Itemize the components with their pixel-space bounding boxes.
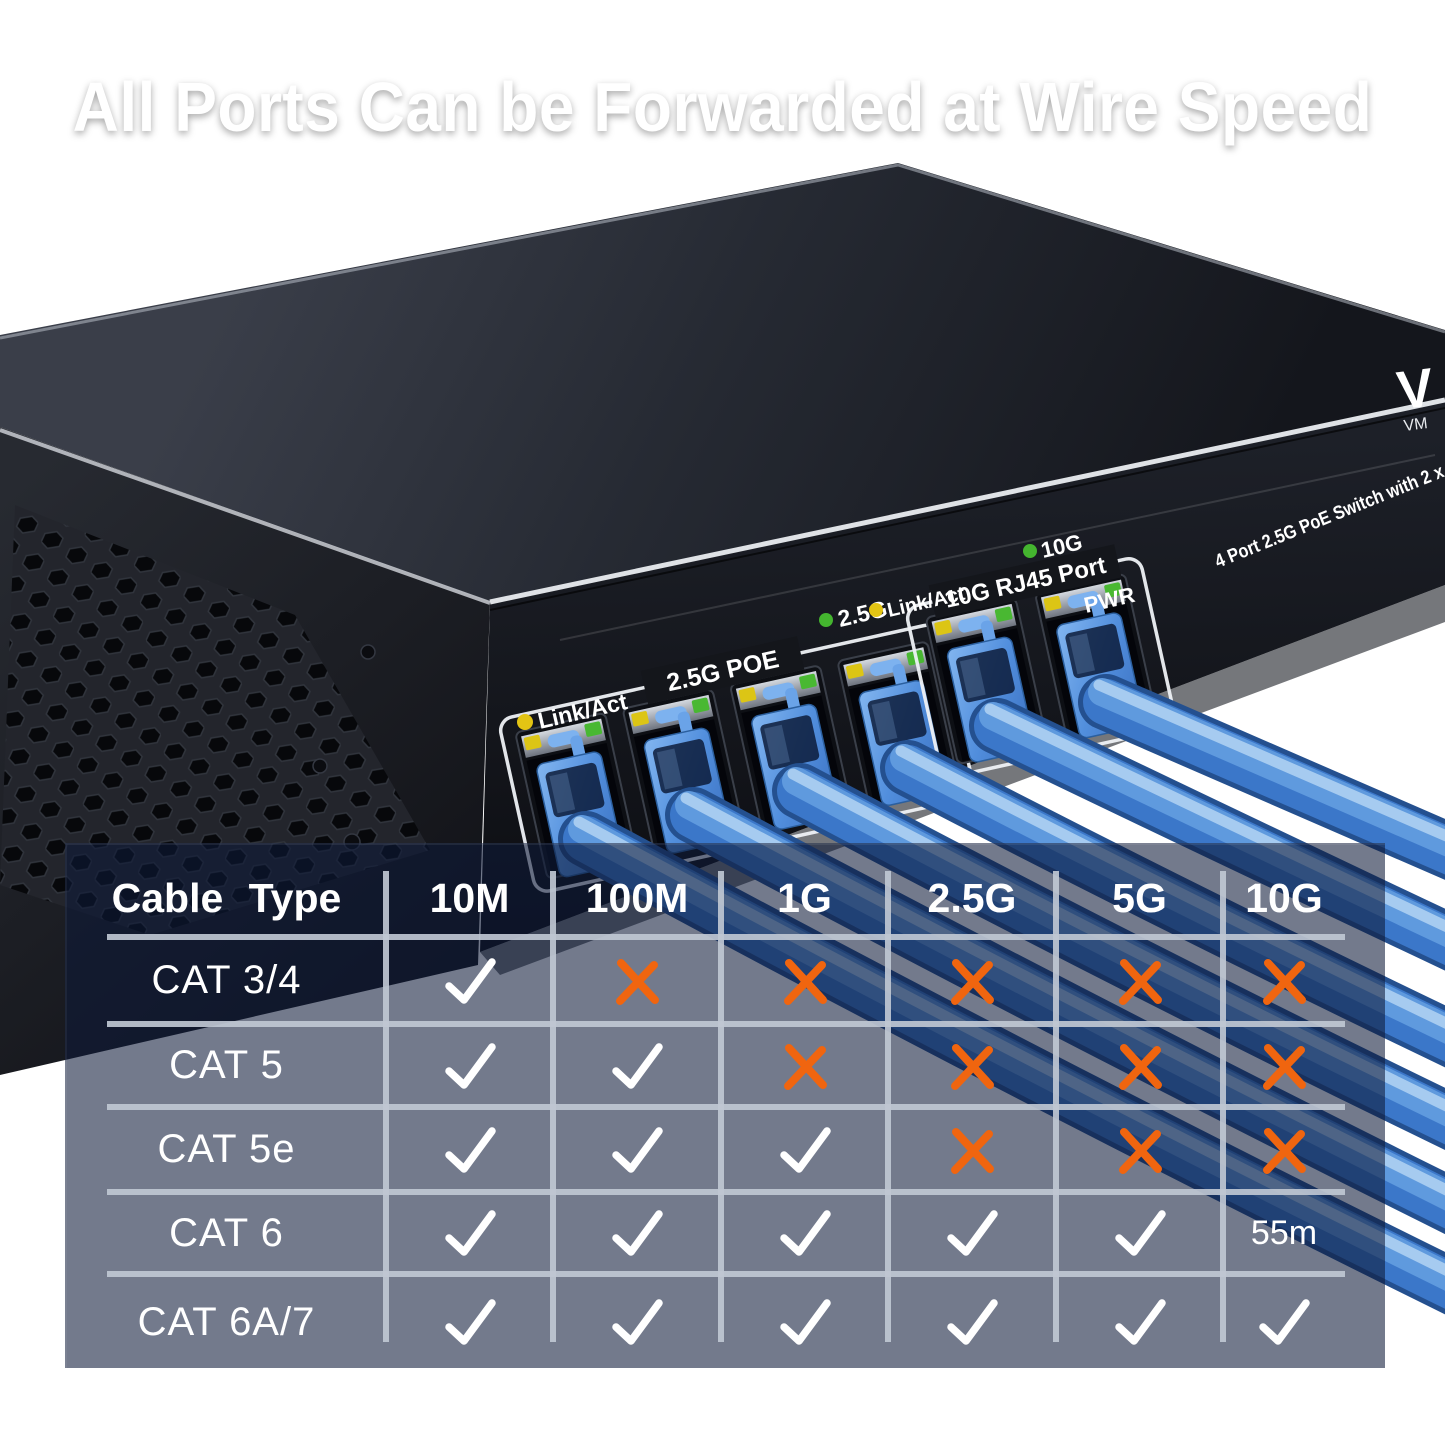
cable-type-cell: CAT 5e [157, 1127, 296, 1171]
vent-grid-icon [0, 505, 430, 935]
cross-icon [1118, 1127, 1162, 1174]
speed-cell [386, 1107, 553, 1192]
speed-cell [1056, 1274, 1223, 1370]
speed-cell [386, 937, 553, 1024]
speed-cell [1056, 1107, 1223, 1192]
column-header: 5G [1112, 874, 1167, 921]
cross-icon [783, 1043, 827, 1090]
ethernet-cable-icon [1093, 679, 1445, 842]
check-icon [444, 1210, 496, 1256]
grid-vline [718, 871, 724, 1342]
cross-icon [1263, 958, 1306, 1005]
page-title: All Ports Can be Forwarded at Wire Speed [72, 68, 1373, 146]
column-header: 10M [429, 874, 510, 921]
speed-cell: 55m [1250, 1213, 1318, 1252]
cross-icon [616, 958, 659, 1005]
check-icon [947, 1210, 998, 1256]
speed-cell [888, 1274, 1056, 1370]
speed-cell [1056, 1192, 1223, 1274]
check-icon [947, 1299, 998, 1345]
check-icon [779, 1126, 831, 1173]
cross-icon [951, 958, 994, 1005]
speed-cell [1223, 937, 1345, 1024]
column-header: 10G [1245, 874, 1323, 921]
grid-vline [383, 871, 389, 1342]
speed-cell [1223, 1274, 1345, 1370]
grid-vline [550, 871, 556, 1342]
grid-vline [885, 871, 891, 1342]
column-header: Cable Type [111, 874, 342, 921]
speed-cell [721, 1107, 888, 1192]
cable-type-cell: CAT 3/4 [151, 958, 302, 1002]
speed-led-icon [1023, 544, 1037, 558]
grid-vline [1220, 871, 1226, 1342]
ethernet-cable-icon [984, 703, 1445, 933]
screw-icon [360, 644, 376, 660]
grid-vline [1053, 871, 1059, 1342]
cross-icon [951, 1043, 994, 1090]
speed-cell [386, 1024, 553, 1107]
check-icon [444, 1126, 496, 1173]
screw-icon [312, 758, 328, 774]
speed-led-icon [819, 613, 833, 627]
speed-cell [721, 1024, 888, 1107]
speed-cell [1223, 1107, 1345, 1192]
speed-cell [553, 1107, 721, 1192]
speed-cell [386, 1274, 553, 1370]
speed-cell [721, 1274, 888, 1370]
switch-top-face [0, 163, 1445, 602]
speed-cell [1056, 1024, 1223, 1107]
speed-cell [721, 937, 888, 1024]
speed-cell [721, 1192, 888, 1274]
check-icon [1259, 1299, 1310, 1345]
speed-cell [888, 1024, 1056, 1107]
speed-cell [553, 1024, 721, 1107]
check-icon [444, 957, 496, 1004]
link-act-led-icon [517, 714, 533, 730]
cross-icon [1263, 1043, 1306, 1090]
speed-cell [888, 1107, 1056, 1192]
brand-logo: V [1394, 357, 1437, 421]
speed-cell [1056, 937, 1223, 1024]
grid-hline [107, 1021, 1345, 1027]
grid-hline [107, 1271, 1345, 1277]
check-icon [779, 1210, 831, 1256]
speed-cell [553, 1192, 721, 1274]
check-icon [779, 1299, 831, 1345]
cable-type-cell: CAT 6 [169, 1210, 284, 1255]
brand-model: VM [1403, 415, 1429, 435]
check-icon [444, 1299, 496, 1345]
column-header: 2.5G [927, 874, 1017, 921]
link-act-led-icon [869, 603, 883, 617]
cross-icon [1118, 1043, 1162, 1090]
cable-type-cell: CAT 6A/7 [137, 1299, 316, 1344]
cable-type-cell: CAT 5 [169, 1043, 284, 1087]
cross-icon [951, 1127, 994, 1174]
check-icon [1114, 1210, 1166, 1256]
grid-hline [107, 1189, 1345, 1195]
speed-cell [1223, 1024, 1345, 1107]
speed-cell [888, 1192, 1056, 1274]
cross-icon [1118, 958, 1162, 1005]
check-icon [612, 1210, 663, 1256]
column-header: 1G [777, 874, 832, 921]
speed-cell [553, 1274, 721, 1370]
cross-icon [783, 958, 827, 1005]
check-icon [612, 1299, 663, 1345]
speed-cell [553, 937, 721, 1024]
check-icon [1114, 1299, 1166, 1345]
check-icon [612, 1126, 663, 1173]
speed-cell [888, 937, 1056, 1024]
check-icon [444, 1042, 496, 1089]
check-icon [612, 1042, 663, 1089]
grid-hline [107, 934, 1345, 940]
speed-cell [386, 1192, 553, 1274]
column-header: 100M [585, 874, 689, 921]
cross-icon [1263, 1127, 1306, 1174]
grid-hline [107, 1104, 1345, 1110]
